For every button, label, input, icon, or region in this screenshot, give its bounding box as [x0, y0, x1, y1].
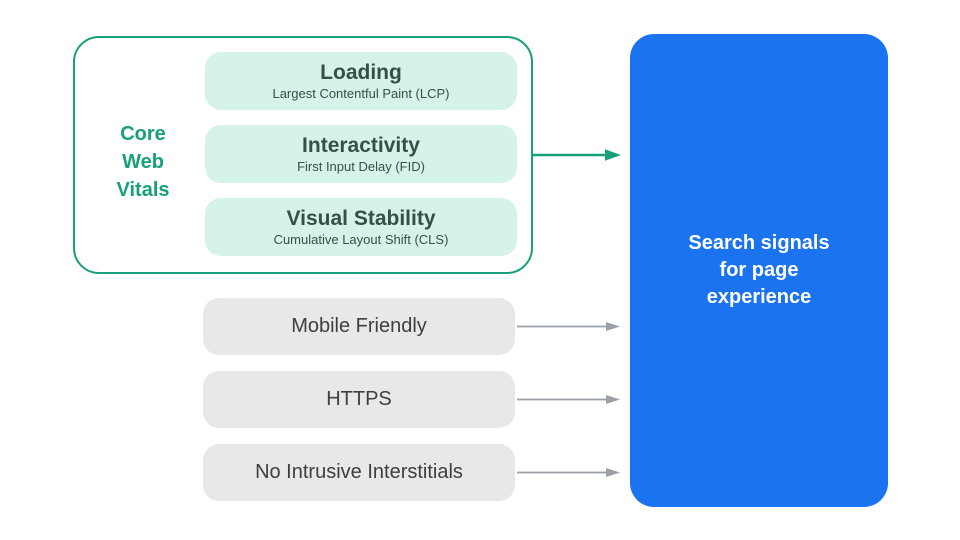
core-web-vitals-group: Core Web Vitals Loading Largest Contentf…	[73, 36, 533, 274]
pill-interactivity: Interactivity First Input Delay (FID)	[205, 125, 517, 183]
pill-visual-stability-subtitle: Cumulative Layout Shift (CLS)	[273, 232, 449, 247]
pill-interactivity-title: Interactivity	[302, 134, 420, 157]
pill-no-intrusive-interstitials-label: No Intrusive Interstitials	[255, 461, 463, 483]
pill-visual-stability-title: Visual Stability	[286, 207, 436, 230]
pill-interactivity-subtitle: First Input Delay (FID)	[297, 159, 425, 174]
pill-mobile-friendly: Mobile Friendly	[203, 298, 515, 355]
pill-visual-stability: Visual Stability Cumulative Layout Shift…	[205, 198, 517, 256]
core-web-vitals-label: Core Web Vitals	[116, 123, 170, 201]
search-signals-label: Search signals for page experience	[688, 232, 830, 308]
pill-loading-subtitle: Largest Contentful Paint (LCP)	[272, 86, 450, 101]
pill-loading-title: Loading	[320, 61, 402, 84]
arrow-mobile-friendly	[517, 322, 620, 331]
pill-https-label: HTTPS	[326, 388, 392, 410]
arrow-core-web-vitals	[533, 149, 621, 161]
pill-loading: Loading Largest Contentful Paint (LCP)	[205, 52, 517, 110]
arrow-https	[517, 395, 620, 404]
pill-mobile-friendly-label: Mobile Friendly	[291, 315, 427, 337]
pill-https: HTTPS	[203, 371, 515, 428]
search-signals-box: Search signals for page experience	[630, 34, 888, 507]
arrow-no-intrusive-interstitials	[517, 468, 620, 477]
pill-no-intrusive-interstitials: No Intrusive Interstitials	[203, 444, 515, 501]
